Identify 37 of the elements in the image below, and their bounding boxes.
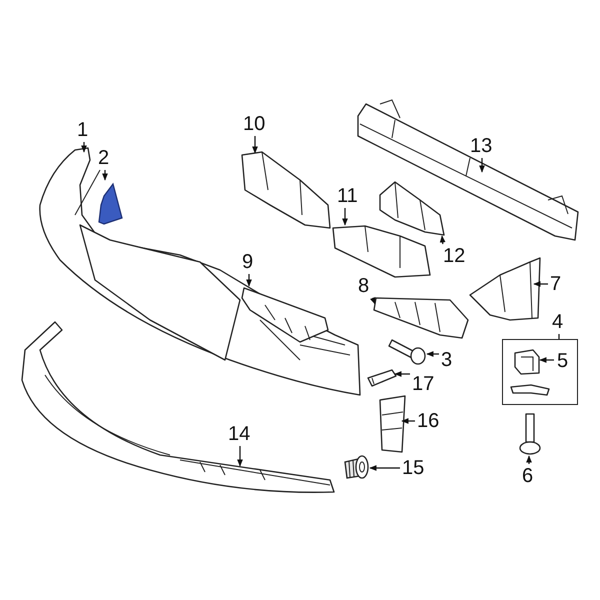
callout-number: 10 — [243, 114, 267, 134]
leader-line — [539, 357, 554, 363]
leader-line — [401, 418, 415, 424]
absorber-drawing — [330, 224, 432, 280]
leader-line — [81, 142, 87, 153]
leader-line — [479, 158, 485, 173]
callout-number: 14 — [228, 424, 252, 444]
leader-line — [440, 235, 446, 244]
leader-line — [342, 208, 348, 226]
clip-drawing — [342, 455, 370, 481]
callout-number: 13 — [470, 136, 494, 156]
callout-number: 2 — [98, 148, 112, 168]
leader-line — [237, 446, 243, 467]
kit-frame — [502, 339, 578, 405]
callout-number: 1 — [77, 120, 91, 140]
leader-line — [102, 170, 108, 181]
callout-number: 12 — [443, 246, 467, 266]
callout-number: 9 — [242, 252, 256, 272]
callout-number: 8 — [358, 276, 372, 296]
leader-line — [558, 334, 560, 339]
callout-number: 3 — [441, 350, 455, 370]
leader-line — [533, 281, 548, 287]
leader-line — [252, 136, 258, 154]
callout-number: 11 — [337, 186, 361, 206]
callout-number: 7 — [550, 274, 564, 294]
leader-line — [526, 455, 532, 464]
leader-line — [369, 465, 400, 471]
callout-number: 6 — [522, 466, 536, 486]
callout-number: 5 — [557, 351, 571, 371]
leader-line — [246, 274, 252, 287]
callout-number: 17 — [412, 374, 436, 394]
callout-number: 15 — [402, 458, 426, 478]
callout-number: 4 — [552, 312, 566, 332]
leader-line — [426, 351, 439, 357]
callout-number: 16 — [417, 411, 441, 431]
leader-line — [370, 296, 376, 305]
leader-line — [394, 371, 410, 377]
